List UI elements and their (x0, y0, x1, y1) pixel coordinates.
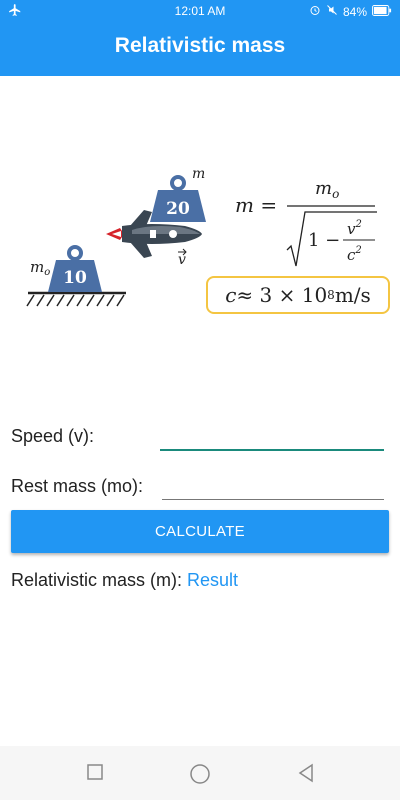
formula-numerator: mo (315, 178, 339, 201)
velocity-symbol: v (178, 252, 186, 268)
speed-input[interactable] (160, 424, 388, 448)
page-title: Relativistic mass (114, 34, 286, 57)
app-bar: Relativistic mass (0, 22, 400, 76)
status-time: 12:01 AM (174, 4, 226, 18)
battery-icon (372, 4, 392, 19)
rest-mass-input-underline (162, 499, 384, 500)
formula-one-minus: 1 − (308, 230, 340, 251)
illustration: 10 mo 20 m v (20, 160, 400, 340)
speed-label: Speed (v): (11, 426, 95, 446)
mute-icon (326, 4, 338, 19)
weight-small-icon (48, 245, 102, 292)
svg-text:c2: c2 (347, 245, 362, 264)
weight-large-value: 20 (166, 199, 190, 219)
alarm-icon (309, 4, 321, 19)
back-triangle-icon[interactable] (296, 763, 316, 788)
rest-mass-input[interactable] (162, 474, 388, 498)
calculate-button[interactable]: CALCULATE (11, 510, 389, 553)
result-label: Relativistic mass (m): (11, 570, 188, 590)
airplane-icon (8, 3, 22, 20)
battery-percent: 84% (342, 4, 367, 19)
speed-input-underline (160, 449, 384, 451)
relativistic-mass-formula: m = mo 1 − v2 c2 (235, 172, 385, 272)
weight-large-icon (150, 175, 206, 222)
svg-text:v2: v2 (347, 219, 362, 238)
mass-symbol: m (192, 166, 205, 182)
status-bar: 12:01 AM 84% (0, 0, 400, 22)
home-circle-icon[interactable] (189, 763, 211, 790)
weight-small-value: 10 (63, 268, 87, 288)
recents-square-icon[interactable] (86, 763, 104, 786)
navigation-bar (0, 746, 400, 800)
result-value: Result (187, 570, 239, 590)
formula-lhs: m = (235, 193, 277, 217)
rocket-icon (106, 210, 202, 258)
rest-mass-label: Rest mass (mo): (11, 476, 144, 496)
result-line: Relativistic mass (m): Result (11, 570, 238, 591)
rest-mass-symbol: mo (30, 258, 50, 278)
ground-icon (26, 291, 126, 307)
